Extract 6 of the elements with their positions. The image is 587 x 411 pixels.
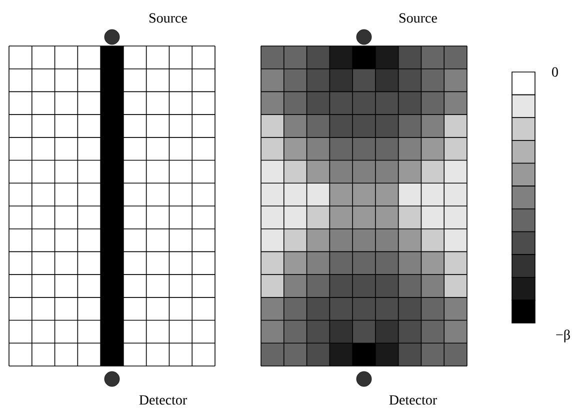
scale-label: −β (556, 330, 570, 342)
marker-label: Detector (139, 395, 187, 405)
marker-label: Source (400, 13, 437, 23)
marker-label: Detector (389, 395, 437, 405)
marker-label: Source (150, 13, 187, 23)
scale-label: 0 (552, 67, 558, 77)
